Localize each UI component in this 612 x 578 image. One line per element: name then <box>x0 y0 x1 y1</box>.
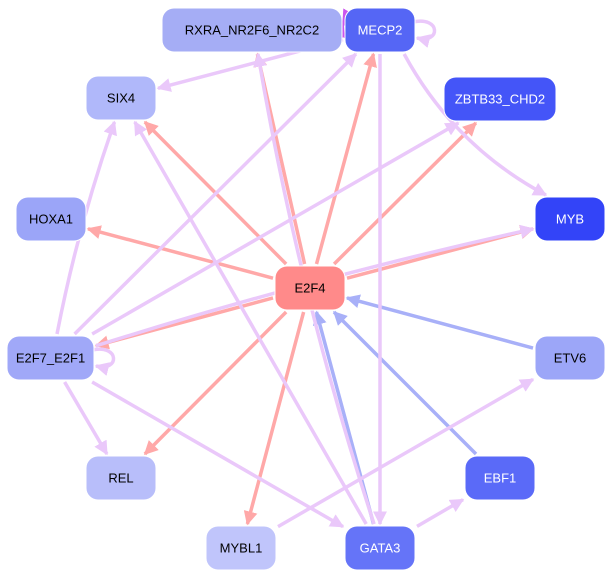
node-rxra-nr2f6-nr2c2[interactable]: RXRA_NR2F6_NR2C2 <box>161 7 343 53</box>
edge-e2f7_e2f1-to-zbtb33_chd2 <box>91 121 460 336</box>
node-box[interactable] <box>443 76 557 122</box>
node-label: MECP2 <box>358 23 403 38</box>
edge-gata3-to-ebf1 <box>416 498 465 528</box>
node-etv6[interactable]: ETV6 <box>534 335 606 381</box>
edge-mecp2-to-rxra_nr2f6_nr2c2 <box>329 20 346 39</box>
node-box[interactable] <box>464 455 536 501</box>
node-zbtb33-chd2[interactable]: ZBTB33_CHD2 <box>443 76 557 122</box>
node-box[interactable] <box>344 525 416 571</box>
node-label: HOXA1 <box>29 212 73 227</box>
edge-e2f4-to-mybl1 <box>243 311 306 526</box>
node-label: EBF1 <box>484 471 517 486</box>
node-box[interactable] <box>274 265 346 311</box>
node-mybl1[interactable]: MYBL1 <box>205 525 277 571</box>
edge-ebf1-to-e2f4 <box>332 310 478 456</box>
node-six4[interactable]: SIX4 <box>85 75 157 121</box>
node-label: GATA3 <box>360 541 401 556</box>
edge-etv6-to-e2f4 <box>345 294 534 350</box>
node-label: RXRA_NR2F6_NR2C2 <box>185 23 319 38</box>
node-e2f7-e2f1[interactable]: E2F7_E2F1 <box>6 335 95 381</box>
node-box[interactable] <box>15 196 87 242</box>
edge-e2f7_e2f1-to-e2f7_e2f1 <box>91 347 116 376</box>
node-box[interactable] <box>161 7 343 53</box>
node-box[interactable] <box>85 75 157 121</box>
edge-e2f4-to-rel <box>143 310 288 456</box>
edge-mybl1-to-etv6 <box>277 377 535 529</box>
node-hoxa1[interactable]: HOXA1 <box>15 196 87 242</box>
edge-e2f7_e2f1-to-gata3 <box>91 380 345 529</box>
edge-e2f7_e2f1-to-rel <box>63 381 109 456</box>
edge-e2f4-to-mecp2 <box>314 52 377 265</box>
edge-e2f4-to-zbtb33_chd2 <box>332 121 478 266</box>
edge-e2f7_e2f1-to-mecp2 <box>73 52 358 336</box>
node-label: ZBTB33_CHD2 <box>455 92 545 107</box>
node-label: MYBL1 <box>220 541 263 556</box>
node-label: ETV6 <box>554 351 587 366</box>
edge-mecp2-to-mecp2 <box>412 19 437 48</box>
node-label: REL <box>108 471 133 486</box>
node-gata3[interactable]: GATA3 <box>344 525 416 571</box>
node-box[interactable] <box>534 335 606 381</box>
node-label: MYB <box>556 212 584 227</box>
edge-mecp2-to-myb <box>402 53 548 197</box>
node-box[interactable] <box>534 196 606 242</box>
node-e2f4[interactable]: E2F4 <box>274 265 346 311</box>
edge-gata3-to-six4 <box>133 120 368 525</box>
node-box[interactable] <box>205 525 277 571</box>
edge-rxra_nr2f6_nr2c2-to-mecp2 <box>341 8 358 27</box>
edge-e2f4-to-hoxa1 <box>86 225 274 280</box>
node-box[interactable] <box>85 455 157 501</box>
node-label: SIX4 <box>107 91 135 106</box>
node-mecp2[interactable]: MECP2 <box>344 7 416 53</box>
node-box[interactable] <box>6 335 95 381</box>
node-label: E2F7_E2F1 <box>16 351 85 366</box>
node-label: E2F4 <box>294 281 325 296</box>
node-rel[interactable]: REL <box>85 455 157 501</box>
edges-layer <box>55 8 548 529</box>
node-myb[interactable]: MYB <box>534 196 606 242</box>
node-ebf1[interactable]: EBF1 <box>464 455 536 501</box>
node-box[interactable] <box>344 7 416 53</box>
